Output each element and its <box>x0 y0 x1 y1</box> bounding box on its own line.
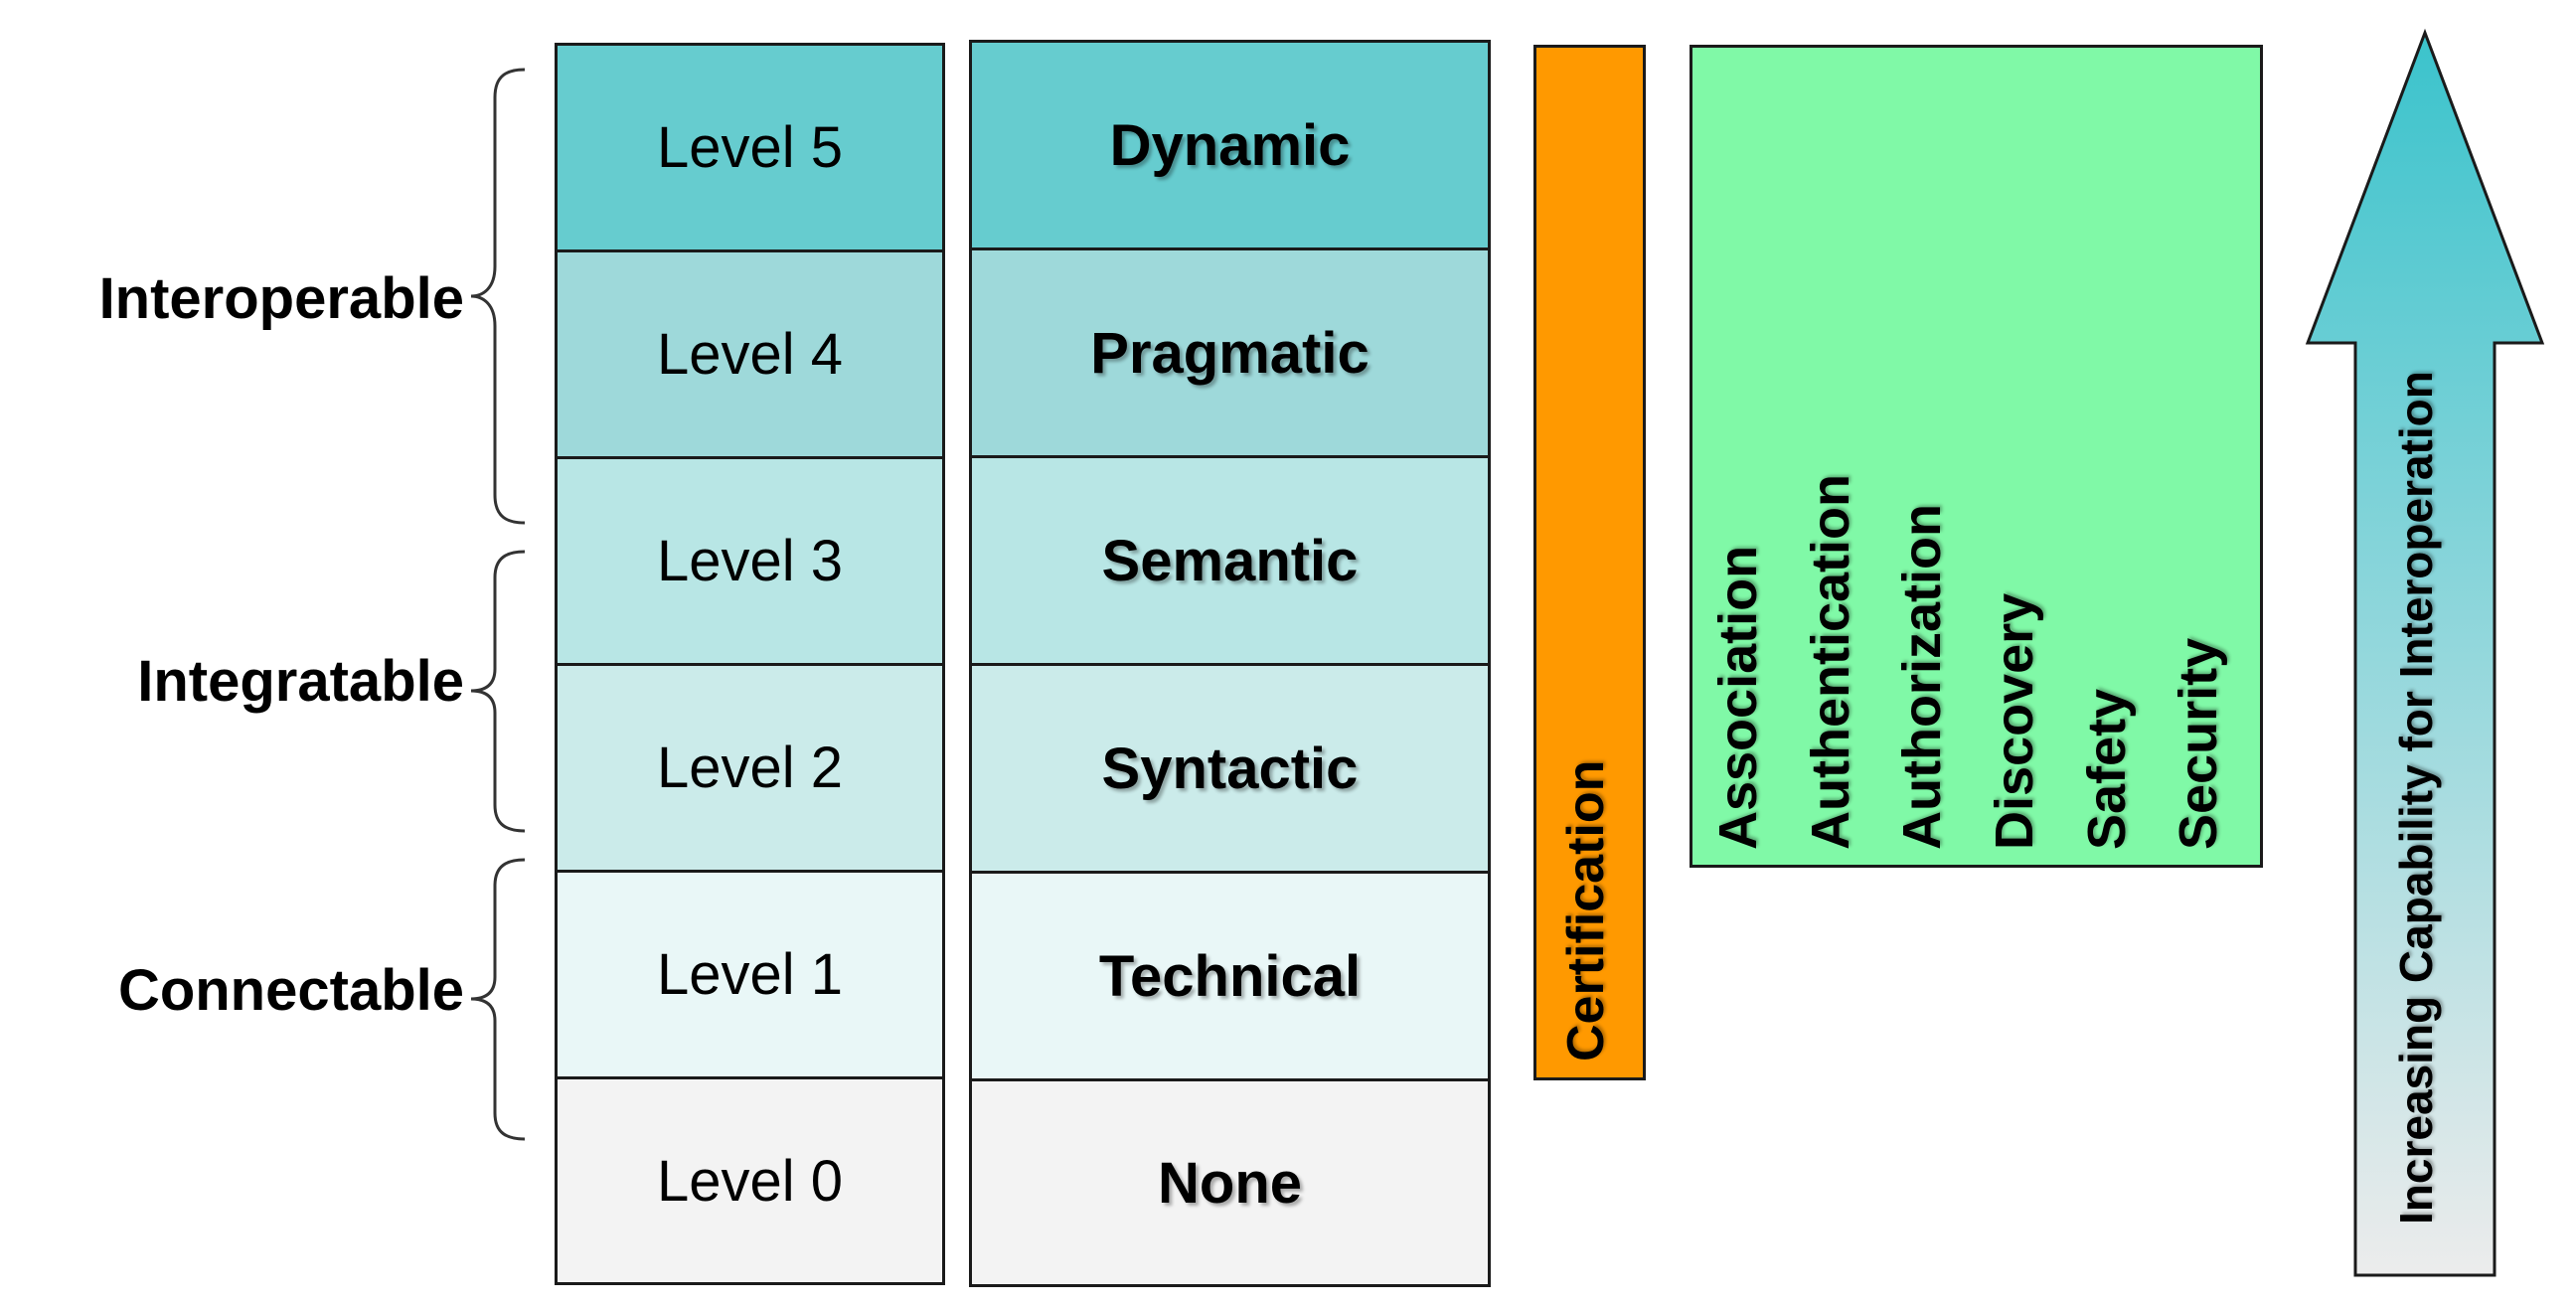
aspect-association: Association <box>1708 545 1768 850</box>
aspect-authorization: Authorization <box>1892 504 1952 850</box>
aspect-authentication: Authentication <box>1801 474 1860 850</box>
group-label-connectable: Connectable <box>117 958 464 1023</box>
aspect-discovery: Discovery <box>1985 592 2044 850</box>
levels-column: Level 5 Level 4 Level 3 Level 2 Level 1 … <box>555 43 945 1285</box>
aspects-box <box>1690 45 2263 868</box>
arrow-label: Increasing Capability for Interoperation <box>2390 371 2442 1225</box>
level-0-cell: Level 0 <box>558 1079 942 1282</box>
type-syntactic-cell: Syntactic <box>972 666 1488 874</box>
type-none-cell: None <box>972 1081 1488 1284</box>
aspect-safety: Safety <box>2077 688 2137 850</box>
capability-arrow <box>2305 28 2545 1277</box>
certification-label: Certification <box>1557 759 1615 1062</box>
brace-connectable <box>470 858 526 1141</box>
level-5-cell: Level 5 <box>558 46 942 252</box>
brace-integratable <box>470 550 526 833</box>
type-semantic-cell: Semantic <box>972 458 1488 666</box>
level-1-cell: Level 1 <box>558 873 942 1079</box>
level-4-cell: Level 4 <box>558 252 942 459</box>
group-label-integratable: Integratable <box>137 649 464 714</box>
group-label-interoperable: Interoperable <box>98 266 464 331</box>
type-pragmatic-cell: Pragmatic <box>972 250 1488 458</box>
level-3-cell: Level 3 <box>558 459 942 666</box>
level-2-cell: Level 2 <box>558 666 942 873</box>
aspect-security: Security <box>2169 637 2228 850</box>
type-technical-cell: Technical <box>972 874 1488 1081</box>
brace-interoperable <box>470 68 526 525</box>
type-dynamic-cell: Dynamic <box>972 43 1488 250</box>
certification-bar <box>1533 45 1646 1080</box>
interoperability-type-column: Dynamic Pragmatic Semantic Syntactic Tec… <box>969 40 1491 1287</box>
